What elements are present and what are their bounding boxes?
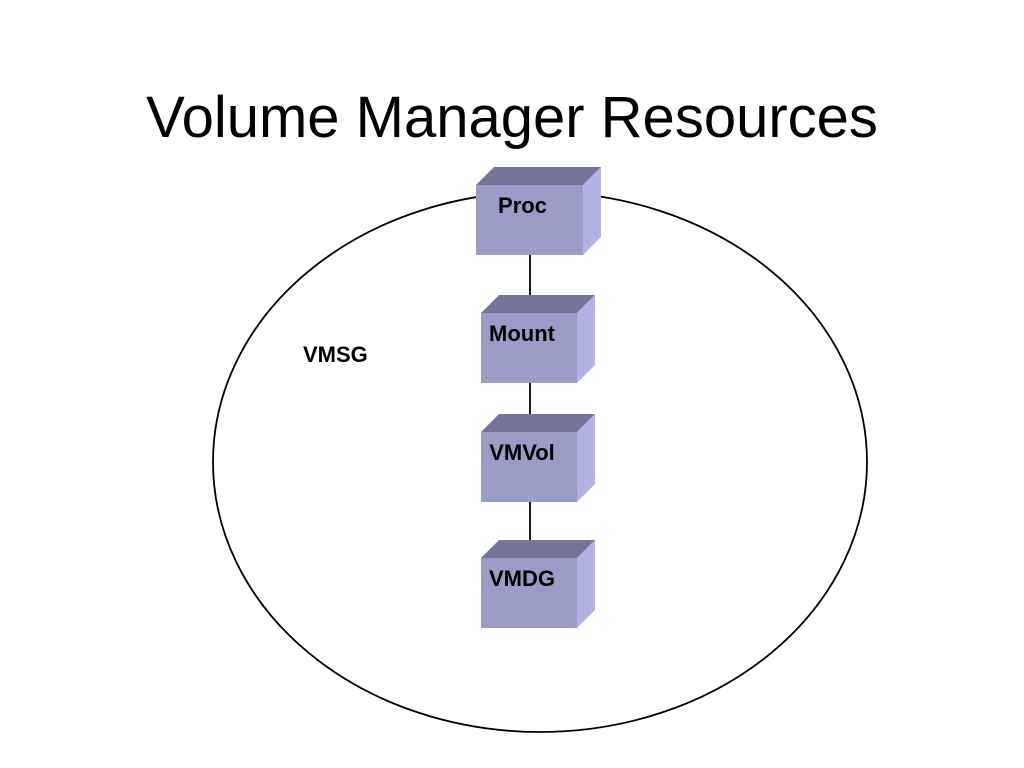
resource-box-vmvol: VMVol (481, 414, 595, 502)
resource-label-vmdg: VMDG (489, 566, 555, 591)
service-group-label: VMSG (303, 342, 368, 367)
resource-box-top (481, 540, 595, 558)
resource-label-vmvol: VMVol (489, 440, 555, 465)
resource-box-mount: Mount (481, 295, 595, 383)
resource-box-front (481, 558, 577, 628)
resource-box-top (481, 414, 595, 432)
resource-box-front (476, 185, 583, 255)
resource-box-top (481, 295, 595, 313)
resource-box-top (476, 167, 601, 185)
resource-box-side (577, 295, 595, 383)
resource-box-vmdg: VMDG (481, 540, 595, 628)
resource-label-proc: Proc (498, 193, 547, 218)
resource-box-side (577, 540, 595, 628)
resource-box-side (583, 167, 601, 255)
resource-box-proc: Proc (476, 167, 601, 255)
resource-box-front (481, 432, 577, 502)
resource-box-side (577, 414, 595, 502)
resource-box-front (481, 313, 577, 383)
slide-title: Volume Manager Resources (146, 85, 878, 150)
resource-label-mount: Mount (489, 321, 556, 346)
